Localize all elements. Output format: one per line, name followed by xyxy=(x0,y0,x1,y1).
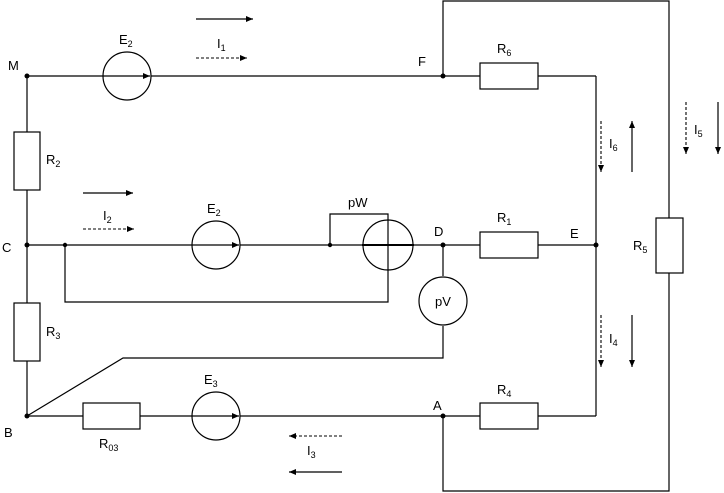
resistor-r2 xyxy=(13,131,41,191)
node-label-b: B xyxy=(4,425,13,440)
source-label-e3: E3 xyxy=(204,372,218,389)
resistor-label-r6: R6 xyxy=(497,41,511,58)
current-label-i5: I5 xyxy=(694,122,703,139)
resistor-r3 xyxy=(13,302,41,362)
current-label-i1: I1 xyxy=(217,36,226,53)
resistor-label-r3: R3 xyxy=(46,324,60,341)
resistor-r1 xyxy=(479,231,539,259)
source-e2-middle xyxy=(191,220,241,270)
resistor-label-r2: R2 xyxy=(46,152,60,169)
node-label-f: F xyxy=(418,54,426,69)
source-label-e2-top: E2 xyxy=(119,32,133,49)
resistor-label-r1: R1 xyxy=(497,210,511,227)
resistor-r5 xyxy=(655,217,684,274)
node-label-d: D xyxy=(434,224,443,239)
current-label-i2: I2 xyxy=(103,208,112,225)
node-label-a: A xyxy=(433,398,442,413)
wattmeter-label: pW xyxy=(348,195,368,210)
current-label-i6: I6 xyxy=(609,136,618,153)
node-label-e: E xyxy=(570,226,579,241)
node-label-c: C xyxy=(2,240,11,255)
resistor-r4 xyxy=(479,402,539,430)
junctions xyxy=(24,73,599,419)
resistor-r03 xyxy=(82,402,141,430)
resistor-label-r5: R5 xyxy=(633,238,647,255)
resistor-label-r4: R4 xyxy=(497,382,511,399)
source-label-e2-middle: E2 xyxy=(207,201,221,218)
current-label-i4: I4 xyxy=(609,331,618,348)
current-label-i3: I3 xyxy=(307,443,316,460)
source-e2-top xyxy=(102,51,152,101)
node-label-m: M xyxy=(8,58,19,73)
resistor-label-r03: R03 xyxy=(99,436,118,453)
voltmeter xyxy=(418,276,468,326)
source-e3 xyxy=(191,391,241,441)
voltmeter-label: pV xyxy=(435,294,451,309)
wattmeter xyxy=(362,219,414,271)
resistor-r6 xyxy=(479,62,539,90)
current-arrows xyxy=(83,16,721,475)
